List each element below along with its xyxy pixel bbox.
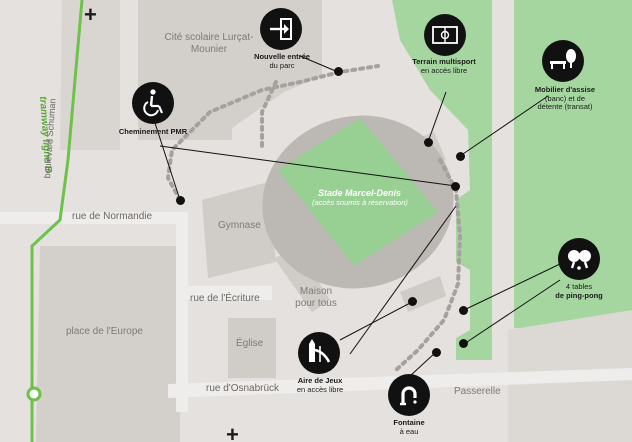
stade-note: (accès soumis à réservation) [312, 198, 408, 207]
entree-dot [334, 67, 343, 76]
cite-label: Cité scolaire Lurçat-Mounier [164, 32, 254, 55]
bench-icon [542, 40, 584, 82]
road-ecriture [176, 286, 272, 300]
place-label: place de l'Europe [66, 326, 143, 337]
field-icon [424, 14, 466, 56]
jeux-title: Aire de Jeux [297, 376, 343, 385]
maison-label: Maison pour tous [295, 286, 337, 309]
pmr-label: Cheminement PMR [118, 127, 188, 137]
block-maison [274, 248, 330, 312]
rue-normandie-label: rue de Normandie [72, 211, 153, 222]
park-green-zone [392, 0, 492, 360]
terrain-sub: en accès libre [420, 65, 468, 75]
pingpong-label: 4 tables de ping-pong [540, 282, 618, 300]
fontaine-label: Fontaine à eau [374, 418, 444, 436]
block-gymnase [202, 182, 276, 278]
pmr-dot [176, 196, 185, 205]
playground-icon [298, 332, 340, 374]
block-eglise [228, 318, 276, 378]
stadium-field [278, 118, 438, 266]
jeux-label: Aire de Jeux en accès libre [284, 376, 356, 394]
block-place [36, 246, 180, 442]
road-vertical [176, 212, 188, 412]
entree-label: Nouvelle entrée du parc [248, 52, 316, 70]
fontaine-dot [432, 348, 441, 357]
mobilier-label: Mobilier d'assise (banc) et de détente (… [528, 85, 602, 112]
pmr-path [165, 64, 380, 202]
terrain-dot [424, 138, 433, 147]
block-northwest [60, 0, 120, 150]
bench-dot-2 [459, 339, 468, 348]
stade-name: Stade Marcel-Denis [318, 188, 402, 198]
wheelchair-icon [132, 82, 174, 124]
mobilier-dot [456, 152, 465, 161]
pmr-dot-2 [451, 182, 460, 191]
road-normandie [0, 212, 182, 224]
ping-pong-icon [558, 238, 600, 280]
entrance-icon [260, 8, 302, 50]
plus-icon: + [84, 2, 97, 27]
mobilier-title-a: Mobilier d'assise [534, 85, 596, 94]
plus-icon-south: + [226, 422, 239, 442]
mobilier-title-c: détente (transat) [537, 102, 593, 112]
pingpong-b: de ping-pong [555, 290, 603, 300]
tramway-line [30, 0, 84, 442]
terrain-label: Terrain multisport en accès libre [408, 57, 480, 75]
fontaine-sub: à eau [399, 426, 419, 436]
passerelle-label: Passerelle [454, 386, 501, 397]
rue-osnabruck-label: rue d'Osnabrück [206, 383, 280, 394]
rue-ecriture-label: rue de l'Écriture [190, 293, 260, 304]
jeux-dot [408, 297, 417, 306]
terrain-title: Terrain multisport [412, 57, 476, 66]
entree-sub: du parc [269, 60, 295, 70]
pmr-title: Cheminement PMR [118, 127, 188, 136]
pingpong-a: 4 tables [565, 282, 593, 291]
entree-title: Nouvelle entrée [254, 52, 310, 61]
jeux-sub: en accès libre [296, 384, 344, 394]
fontaine-title: Fontaine [393, 418, 425, 427]
gymnase-label: Gymnase [218, 220, 261, 231]
pmr-path-stadium [260, 80, 278, 152]
eglise-label: Église [236, 338, 264, 349]
mobilier-title-b: (banc) et de [544, 93, 586, 103]
tram-stop [26, 386, 42, 402]
ping-dot [459, 306, 468, 315]
fountain-icon [388, 374, 430, 416]
